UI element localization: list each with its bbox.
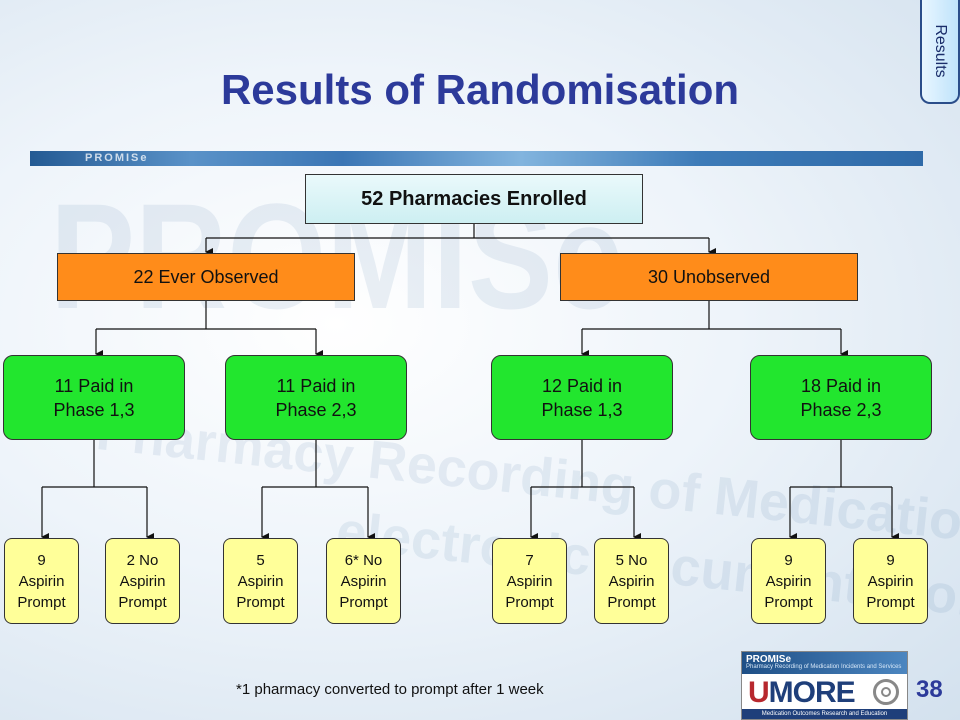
leaf-4: 6* No Aspirin Prompt	[326, 538, 401, 624]
logo-brand: PROMISe	[746, 654, 792, 665]
logo-name-rest: MORE	[768, 676, 856, 709]
logo-header: PROMISe Pharmacy Recording of Medication…	[742, 652, 907, 674]
logo-subtitle: Pharmacy Recording of Medication Inciden…	[746, 664, 902, 670]
node-pharmacies-enrolled: 52 Pharmacies Enrolled	[305, 174, 643, 224]
connector-phase-2	[262, 440, 368, 488]
leaf-8: 9 Aspirin Prompt	[853, 538, 928, 624]
slide-title: Results of Randomisation	[220, 66, 740, 113]
leaf-5: 7 Aspirin Prompt	[492, 538, 567, 624]
node-phase-2: 11 Paid in Phase 2,3	[225, 355, 407, 440]
node-ever-observed: 22 Ever Observed	[57, 253, 355, 301]
leaf-2: 2 No Aspirin Prompt	[105, 538, 180, 624]
footnote: *1 pharmacy converted to prompt after 1 …	[236, 681, 544, 698]
node-phase-3: 12 Paid in Phase 1,3	[491, 355, 673, 440]
connector-phase-3	[531, 440, 634, 488]
node-unobserved: 30 Unobserved	[560, 253, 858, 301]
connector-phase-1	[42, 440, 147, 488]
connector-phase-4	[790, 440, 892, 488]
results-tab[interactable]: Results	[920, 0, 960, 104]
promise-banner: PROMISe	[30, 151, 923, 166]
umore-logo: PROMISe Pharmacy Recording of Medication…	[741, 651, 908, 720]
leaf-3: 5 Aspirin Prompt	[223, 538, 298, 624]
leaf-6: 5 No Aspirin Prompt	[594, 538, 669, 624]
banner-text: PROMISe	[85, 152, 149, 164]
logo-name: UMORE	[748, 676, 856, 710]
node-phase-1: 11 Paid in Phase 1,3	[3, 355, 185, 440]
logo-name-u: U	[748, 676, 770, 709]
page-number: 38	[916, 676, 943, 703]
connector-root	[206, 224, 709, 239]
node-phase-4: 18 Paid in Phase 2,3	[750, 355, 932, 440]
leaf-1: 9 Aspirin Prompt	[4, 538, 79, 624]
leaf-7: 9 Aspirin Prompt	[751, 538, 826, 624]
logo-tagline: Medication Outcomes Research and Educati…	[742, 709, 907, 719]
connector-ever-observed	[96, 301, 316, 330]
target-icon	[873, 679, 899, 705]
connector-unobserved	[582, 301, 841, 330]
